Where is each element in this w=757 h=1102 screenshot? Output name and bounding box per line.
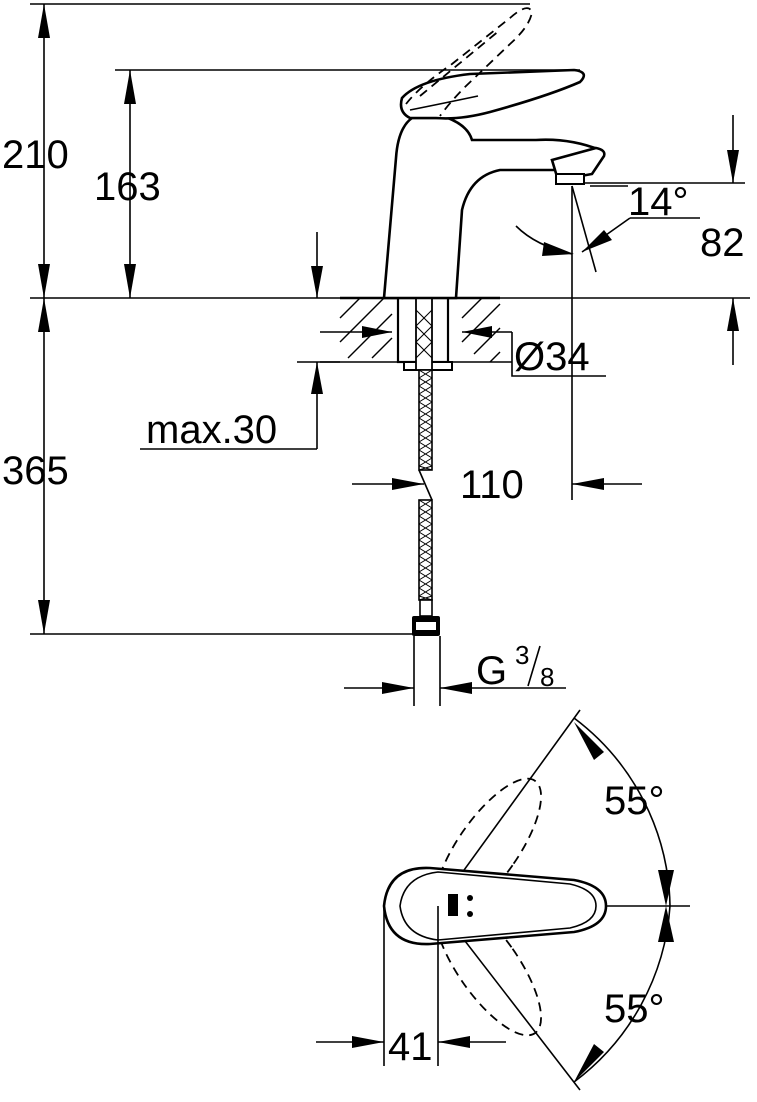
label-g-denominator: 8 [540, 662, 554, 692]
label-110: 110 [460, 463, 524, 507]
label-g-letter: G [476, 649, 507, 693]
dimension-g38 [344, 682, 566, 694]
plan-view: 55° 55° 41 [316, 709, 690, 1091]
mounting-shank [396, 296, 453, 371]
label-g-3-8: G 3 8 [476, 640, 554, 693]
dimension-82 [727, 115, 739, 365]
label-210: 210 [2, 133, 69, 177]
label-41: 41 [388, 1025, 433, 1069]
rotation-arc [573, 717, 671, 1083]
dimension-110 [352, 186, 642, 500]
label-55-upper: 55° [604, 779, 665, 823]
supply-hose [412, 369, 441, 706]
label-163: 163 [94, 165, 161, 209]
label-82: 82 [700, 221, 745, 265]
faucet-body [382, 7, 606, 300]
angle-14 [515, 185, 700, 273]
fraction-slash [527, 645, 541, 687]
dimension-163 [124, 70, 136, 298]
label-max-30: max.30 [146, 408, 277, 452]
dimension-41 [316, 906, 506, 1066]
dimension-365 [38, 298, 50, 634]
label-diameter-34: Ø34 [514, 335, 590, 379]
dimension-max30 [140, 232, 340, 450]
label-14-degrees: 14° [628, 180, 689, 224]
label-55-lower: 55° [604, 987, 665, 1031]
dimension-210 [38, 4, 50, 298]
side-elevation: 210 163 82 14° Ø34 max.30 365 110 G 3 8 [2, 3, 750, 706]
faucet-top-view [382, 866, 608, 946]
label-365: 365 [2, 449, 69, 493]
label-g-numerator: 3 [515, 640, 529, 670]
